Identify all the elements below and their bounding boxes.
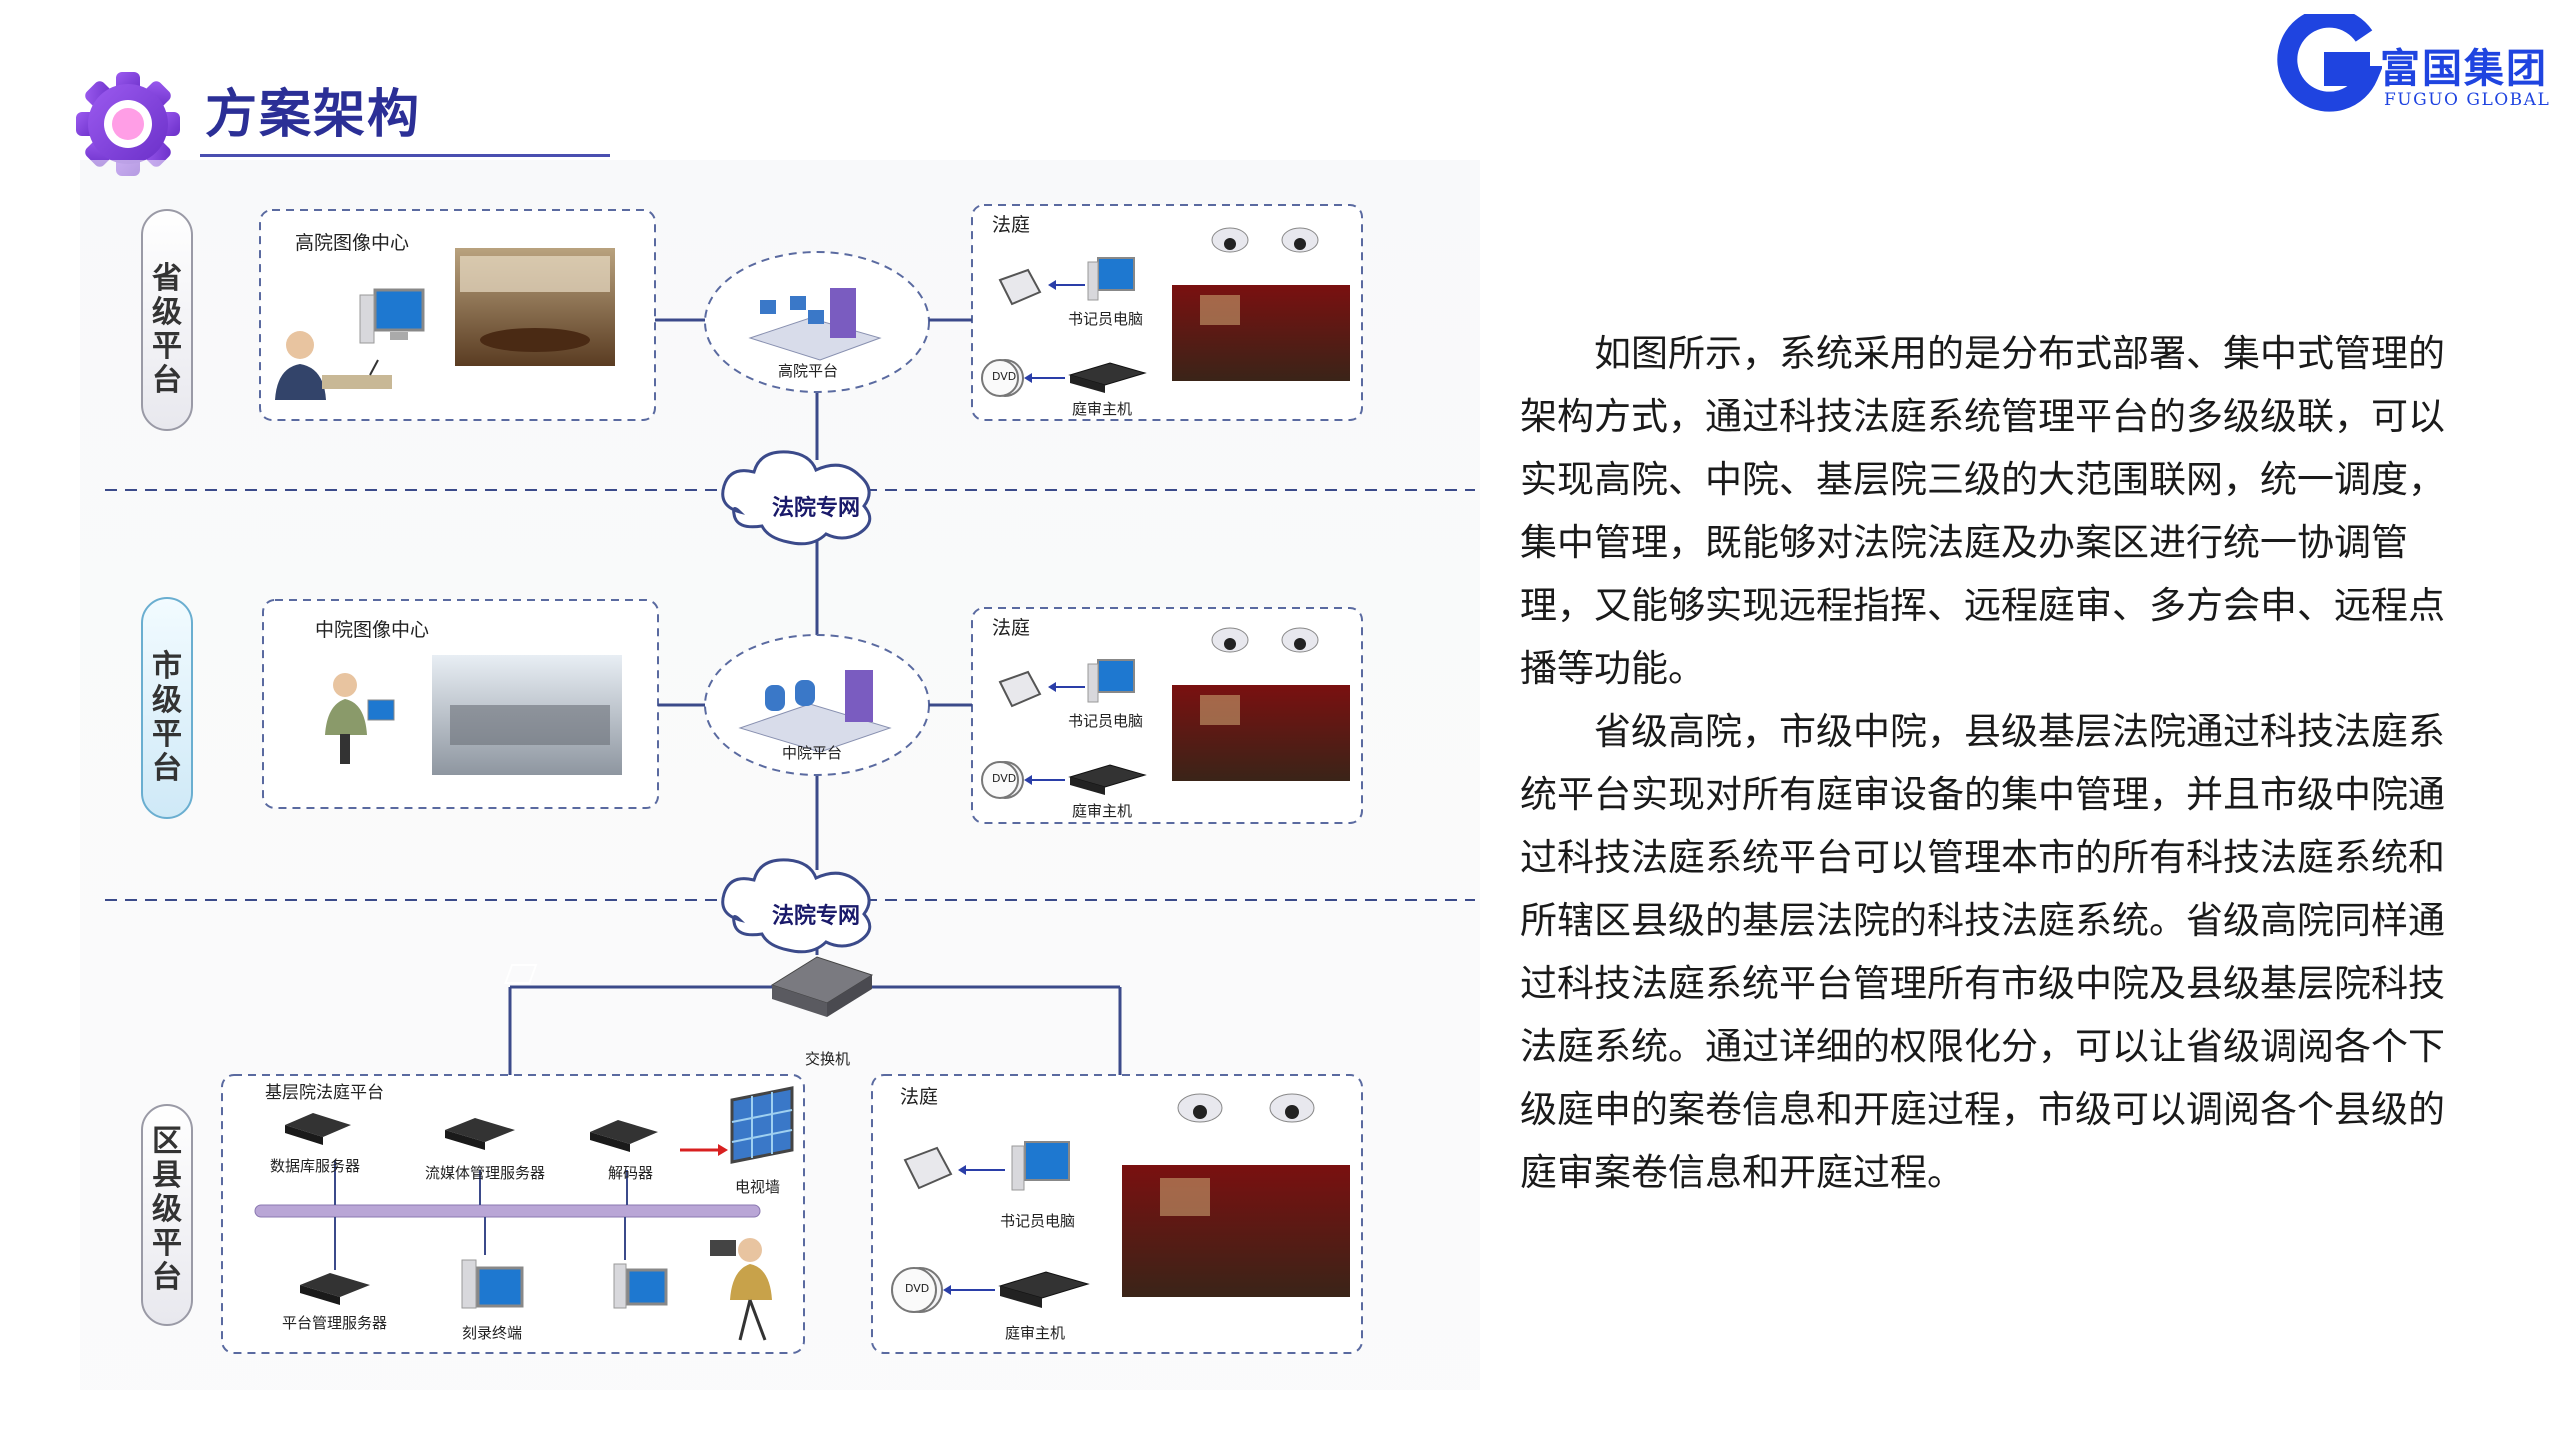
courtroom-photo	[1122, 1165, 1350, 1297]
title-underline	[200, 154, 610, 157]
g-logo-icon	[2277, 7, 2384, 112]
clerk-computer-icon	[1087, 257, 1135, 301]
dome-camera-icon	[1211, 627, 1319, 653]
db-server-label: 数据库服务器	[270, 1157, 361, 1175]
stream-server-label: 流媒体管理服务器	[425, 1164, 546, 1182]
network-cloud-1	[721, 450, 872, 546]
printer-icon	[903, 1146, 953, 1190]
court-host-icon	[998, 1271, 1090, 1308]
city-clerk-pc-label: 书记员电脑	[1068, 712, 1144, 730]
server-network-icon	[748, 288, 882, 361]
mgmt-server-label: 平台管理服务器	[282, 1314, 388, 1332]
switch-label: 交换机	[805, 1050, 851, 1068]
dome-camera-icon	[1211, 227, 1319, 253]
county-clerk-pc-label: 书记员电脑	[1000, 1212, 1076, 1230]
network-cloud-label-2: 法院专网	[772, 904, 861, 929]
architecture-svg	[80, 160, 1480, 1390]
printer-icon	[998, 670, 1042, 708]
brand-name-en: FUGUO GLOBAL	[2384, 90, 2551, 110]
tier-pill-county	[141, 1104, 193, 1326]
tv-wall-label: 电视墙	[735, 1178, 781, 1196]
dvd-disc-icon	[891, 1267, 943, 1313]
dome-camera-icon	[1177, 1093, 1315, 1123]
mgmt-server-icon	[300, 1273, 370, 1305]
county-court-label: 法庭	[900, 1086, 939, 1108]
dvd-disc-icon	[981, 359, 1024, 397]
city-image-center-label: 中院图像中心	[315, 619, 430, 641]
province-host-label: 庭审主机	[1072, 400, 1133, 418]
province-image-center-label: 高院图像中心	[295, 232, 410, 254]
province-platform-label: 高院平台	[778, 362, 839, 380]
operator-icon	[275, 331, 392, 400]
city-platform-label: 中院平台	[782, 744, 843, 762]
bus-bar	[254, 1204, 761, 1218]
operator-icon	[710, 1238, 772, 1341]
province-clerk-pc-label: 书记员电脑	[1068, 310, 1144, 328]
clerk-computer-icon	[1011, 1141, 1070, 1191]
dvd-disc-icon	[981, 761, 1024, 799]
brand-name-cn: 富国集团	[2380, 46, 2548, 92]
printer-icon	[998, 268, 1042, 306]
dvd-tag: DVD	[992, 370, 1017, 383]
brand-logo	[2272, 7, 2557, 114]
courtroom-photo	[1172, 285, 1350, 381]
db-server-icon	[285, 1113, 351, 1145]
page-title: 方案架构	[205, 85, 422, 145]
gear-icon	[72, 68, 184, 180]
tier-label-city: 市级平台	[152, 649, 182, 786]
burn-terminal-icon	[461, 1259, 524, 1309]
court-host-icon	[1068, 764, 1147, 795]
switch-icon	[504, 956, 874, 1017]
courtroom-photo	[1172, 685, 1350, 781]
county-host-label: 庭审主机	[1005, 1324, 1066, 1342]
stream-server-icon	[445, 1118, 515, 1150]
architecture-diagram: 省级平台 市级平台 区县级平台 法院专网 法院专网 高院图像中心 高院平台 法庭…	[60, 160, 1490, 1390]
network-cloud-label-1: 法院专网	[772, 496, 861, 521]
tv-wall-icon	[730, 1086, 794, 1164]
court-host-icon	[1068, 362, 1147, 393]
operator-icon	[325, 673, 395, 764]
computer-icon	[613, 1263, 668, 1309]
description-text: 如图所示，系统采用的是分布式部署、集中式管理的架构方式，通过科技法庭系统管理平台…	[1520, 322, 2480, 1204]
county-platform-label: 基层院法庭平台	[265, 1083, 384, 1103]
dvd-tag: DVD	[992, 772, 1017, 785]
tier-label-province: 省级平台	[152, 261, 182, 398]
decoder-label: 解码器	[608, 1164, 654, 1182]
city-court-label: 法庭	[992, 617, 1031, 639]
burn-terminal-label: 刻录终端	[462, 1324, 523, 1342]
city-host-label: 庭审主机	[1072, 802, 1133, 820]
tier-label-county: 区县级平台	[152, 1124, 182, 1295]
tier-pill-city	[141, 597, 193, 819]
dvd-tag: DVD	[905, 1282, 930, 1295]
network-cloud-2	[721, 858, 872, 954]
province-court-label: 法庭	[992, 214, 1031, 236]
desktop-computer-icon	[359, 288, 425, 344]
clerk-computer-icon	[1087, 659, 1135, 703]
tier-pill-province	[141, 209, 193, 431]
description-paragraph-1: 如图所示，系统采用的是分布式部署、集中式管理的架构方式，通过科技法庭系统管理平台…	[1520, 332, 2445, 690]
decoder-icon	[590, 1120, 658, 1152]
server-network-icon	[738, 670, 892, 753]
description-paragraph-2: 省级高院，市级中院，县级基层法院通过科技法庭系统平台实现对所有庭审设备的集中管理…	[1520, 710, 2445, 1194]
